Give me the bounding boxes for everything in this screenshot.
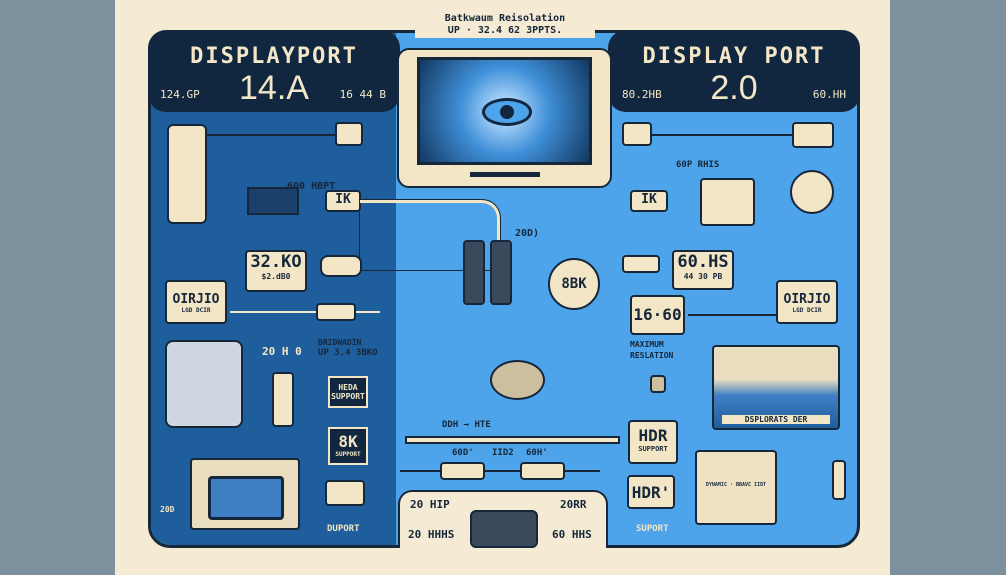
left-mid-label-1: 20 H 0 [262, 345, 302, 358]
right-audio-icon: OIRJIO LGD DCIR [776, 280, 838, 324]
left-device-icon [167, 124, 207, 224]
left-8k-line1: 8K [338, 432, 358, 451]
bottom-label-br: 60 HHS [552, 528, 592, 541]
hdmi-plug-icon [463, 240, 485, 305]
bottom-label-tr: 20RR [560, 498, 587, 511]
cable-plug-icon [520, 462, 565, 480]
left-audio-sub: LGD DCIR [181, 307, 211, 314]
coiled-cable-icon [490, 360, 545, 400]
right-version: 2.0 [710, 69, 758, 107]
center-label-20d: 20D) [515, 228, 540, 239]
top-caption-line1: Batkwaum Reisolation [444, 13, 566, 24]
cable [359, 199, 501, 271]
bottom-label-bl: 20 HHHS [408, 528, 455, 541]
right-res-value: 60.HS [677, 252, 729, 272]
hdr-line1: HDR [638, 426, 668, 445]
right-audio-label: OIRJIO [783, 292, 831, 307]
left-audio-label: OIRJIO [172, 292, 220, 307]
cable-plug-icon [316, 303, 356, 321]
right-ratio-box: 16·60 [630, 295, 685, 335]
right-connector-ik: IK [630, 190, 668, 212]
cable-line [400, 470, 600, 472]
dynamic-monitor-icon: DYNAMIC · BBAVC IIDT [695, 450, 777, 525]
eye-icon [482, 98, 532, 126]
usb-stick-icon [272, 372, 294, 427]
left-title: DISPLAYPORT [190, 44, 358, 69]
left-res-value: 32.KO [250, 252, 302, 272]
left-resolution-box: 32.KO $2.dB0 [245, 250, 307, 292]
laptop-icon [190, 458, 300, 530]
monitor-text: DYNAMIC · BBAVC IIDT [705, 482, 767, 488]
hdmi-plug-icon [490, 240, 512, 305]
left-hdr-line1: HEDA [338, 383, 358, 392]
cable-plug-icon [440, 462, 485, 480]
right-res-sub: 44 30 PB [683, 272, 723, 281]
left-switch-icon [247, 187, 299, 215]
left-version: 14.A [239, 69, 309, 107]
display-caption: DSPLORATS DER [722, 415, 830, 424]
cable-line [688, 314, 778, 316]
cable-line [207, 134, 337, 136]
top-caption-line2: UP · 32.4 62 3PPTS. [447, 25, 563, 36]
left-8k-line2: SUPPORT [335, 451, 361, 458]
center-arrow-label: DDH → HTE [442, 420, 491, 430]
left-arrow [405, 436, 620, 444]
cable-label-3: 60H' [526, 448, 548, 458]
right-stat-a: 80.2HB [622, 88, 662, 101]
connector-icon [335, 122, 363, 146]
clock-icon [790, 170, 834, 214]
left-hdr-line2: SUPPORT [331, 392, 365, 401]
landscape-display-icon: DSPLORATS DER [712, 345, 840, 430]
right-foot-label: SUPORT [636, 524, 669, 534]
left-mid-label-2: BRIDWADIN [318, 338, 362, 347]
max-res-label-2: RESLATION [630, 351, 674, 360]
bottom-label-tl: 20 HIP [410, 498, 450, 511]
monitor-screen [417, 57, 592, 165]
right-title: DISPLAY PORT [642, 44, 826, 69]
hdr-line2: SUPPORT [638, 445, 668, 453]
connector-icon [325, 480, 365, 506]
left-bandwidth-label: 600 HBPT [287, 181, 336, 192]
monitor-stand [470, 172, 540, 177]
left-mid-label-3: UP 3.4 3BKO [318, 348, 378, 358]
connector-icon [622, 122, 652, 146]
plug-icon [832, 460, 846, 500]
left-stat-a: 124.GP [160, 88, 200, 101]
cable-line [230, 311, 380, 313]
left-hdr-support-badge: HEDA SUPPORT [328, 376, 368, 408]
house-icon [650, 375, 666, 393]
hdmi-switch-icon [470, 510, 538, 548]
right-header: DISPLAY PORT 2.0 80.2HB 60.HH [608, 30, 860, 112]
left-stat-b: 16 44 B [339, 88, 386, 101]
right-bandwidth-label: 60P RHIS [676, 160, 720, 170]
cable-line [652, 134, 792, 136]
left-8k-support-badge: 8K SUPPORT [328, 427, 368, 465]
center-hub-8bk: 8BK [548, 258, 600, 310]
max-res-label-1: MAXIMUM [630, 340, 664, 349]
right-resolution-box: 60.HS 44 30 PB [672, 250, 734, 290]
right-audio-sub: LGD DCIR [792, 307, 822, 314]
port-connector-icon [622, 255, 660, 273]
right-device-icon [792, 122, 834, 148]
left-connector-ik: IK [325, 190, 361, 212]
left-side-label: 20D [160, 505, 175, 514]
top-caption: Batkwaum Reisolation UP · 32.4 62 3PPTS. [415, 12, 595, 38]
right-hdr-badge: HDR' [627, 475, 675, 509]
left-fan-device-icon [165, 340, 243, 428]
cable-label-1: 60D' [452, 448, 474, 458]
right-hdr-support-badge: HDR SUPPORT [628, 420, 678, 464]
left-header: DISPLAYPORT 14.A 124.GP 16 44 B [148, 30, 400, 112]
left-res-sub: $2.dB0 [261, 272, 291, 281]
left-foot-label: DUPORT [327, 524, 360, 534]
left-audio-icon: OIRJIO LGD DCIR [165, 280, 227, 324]
cable-label-2: IID2 [492, 448, 514, 458]
port-connector-icon [320, 255, 362, 277]
right-meter-icon [700, 178, 755, 226]
right-stat-b: 60.HH [812, 88, 846, 101]
